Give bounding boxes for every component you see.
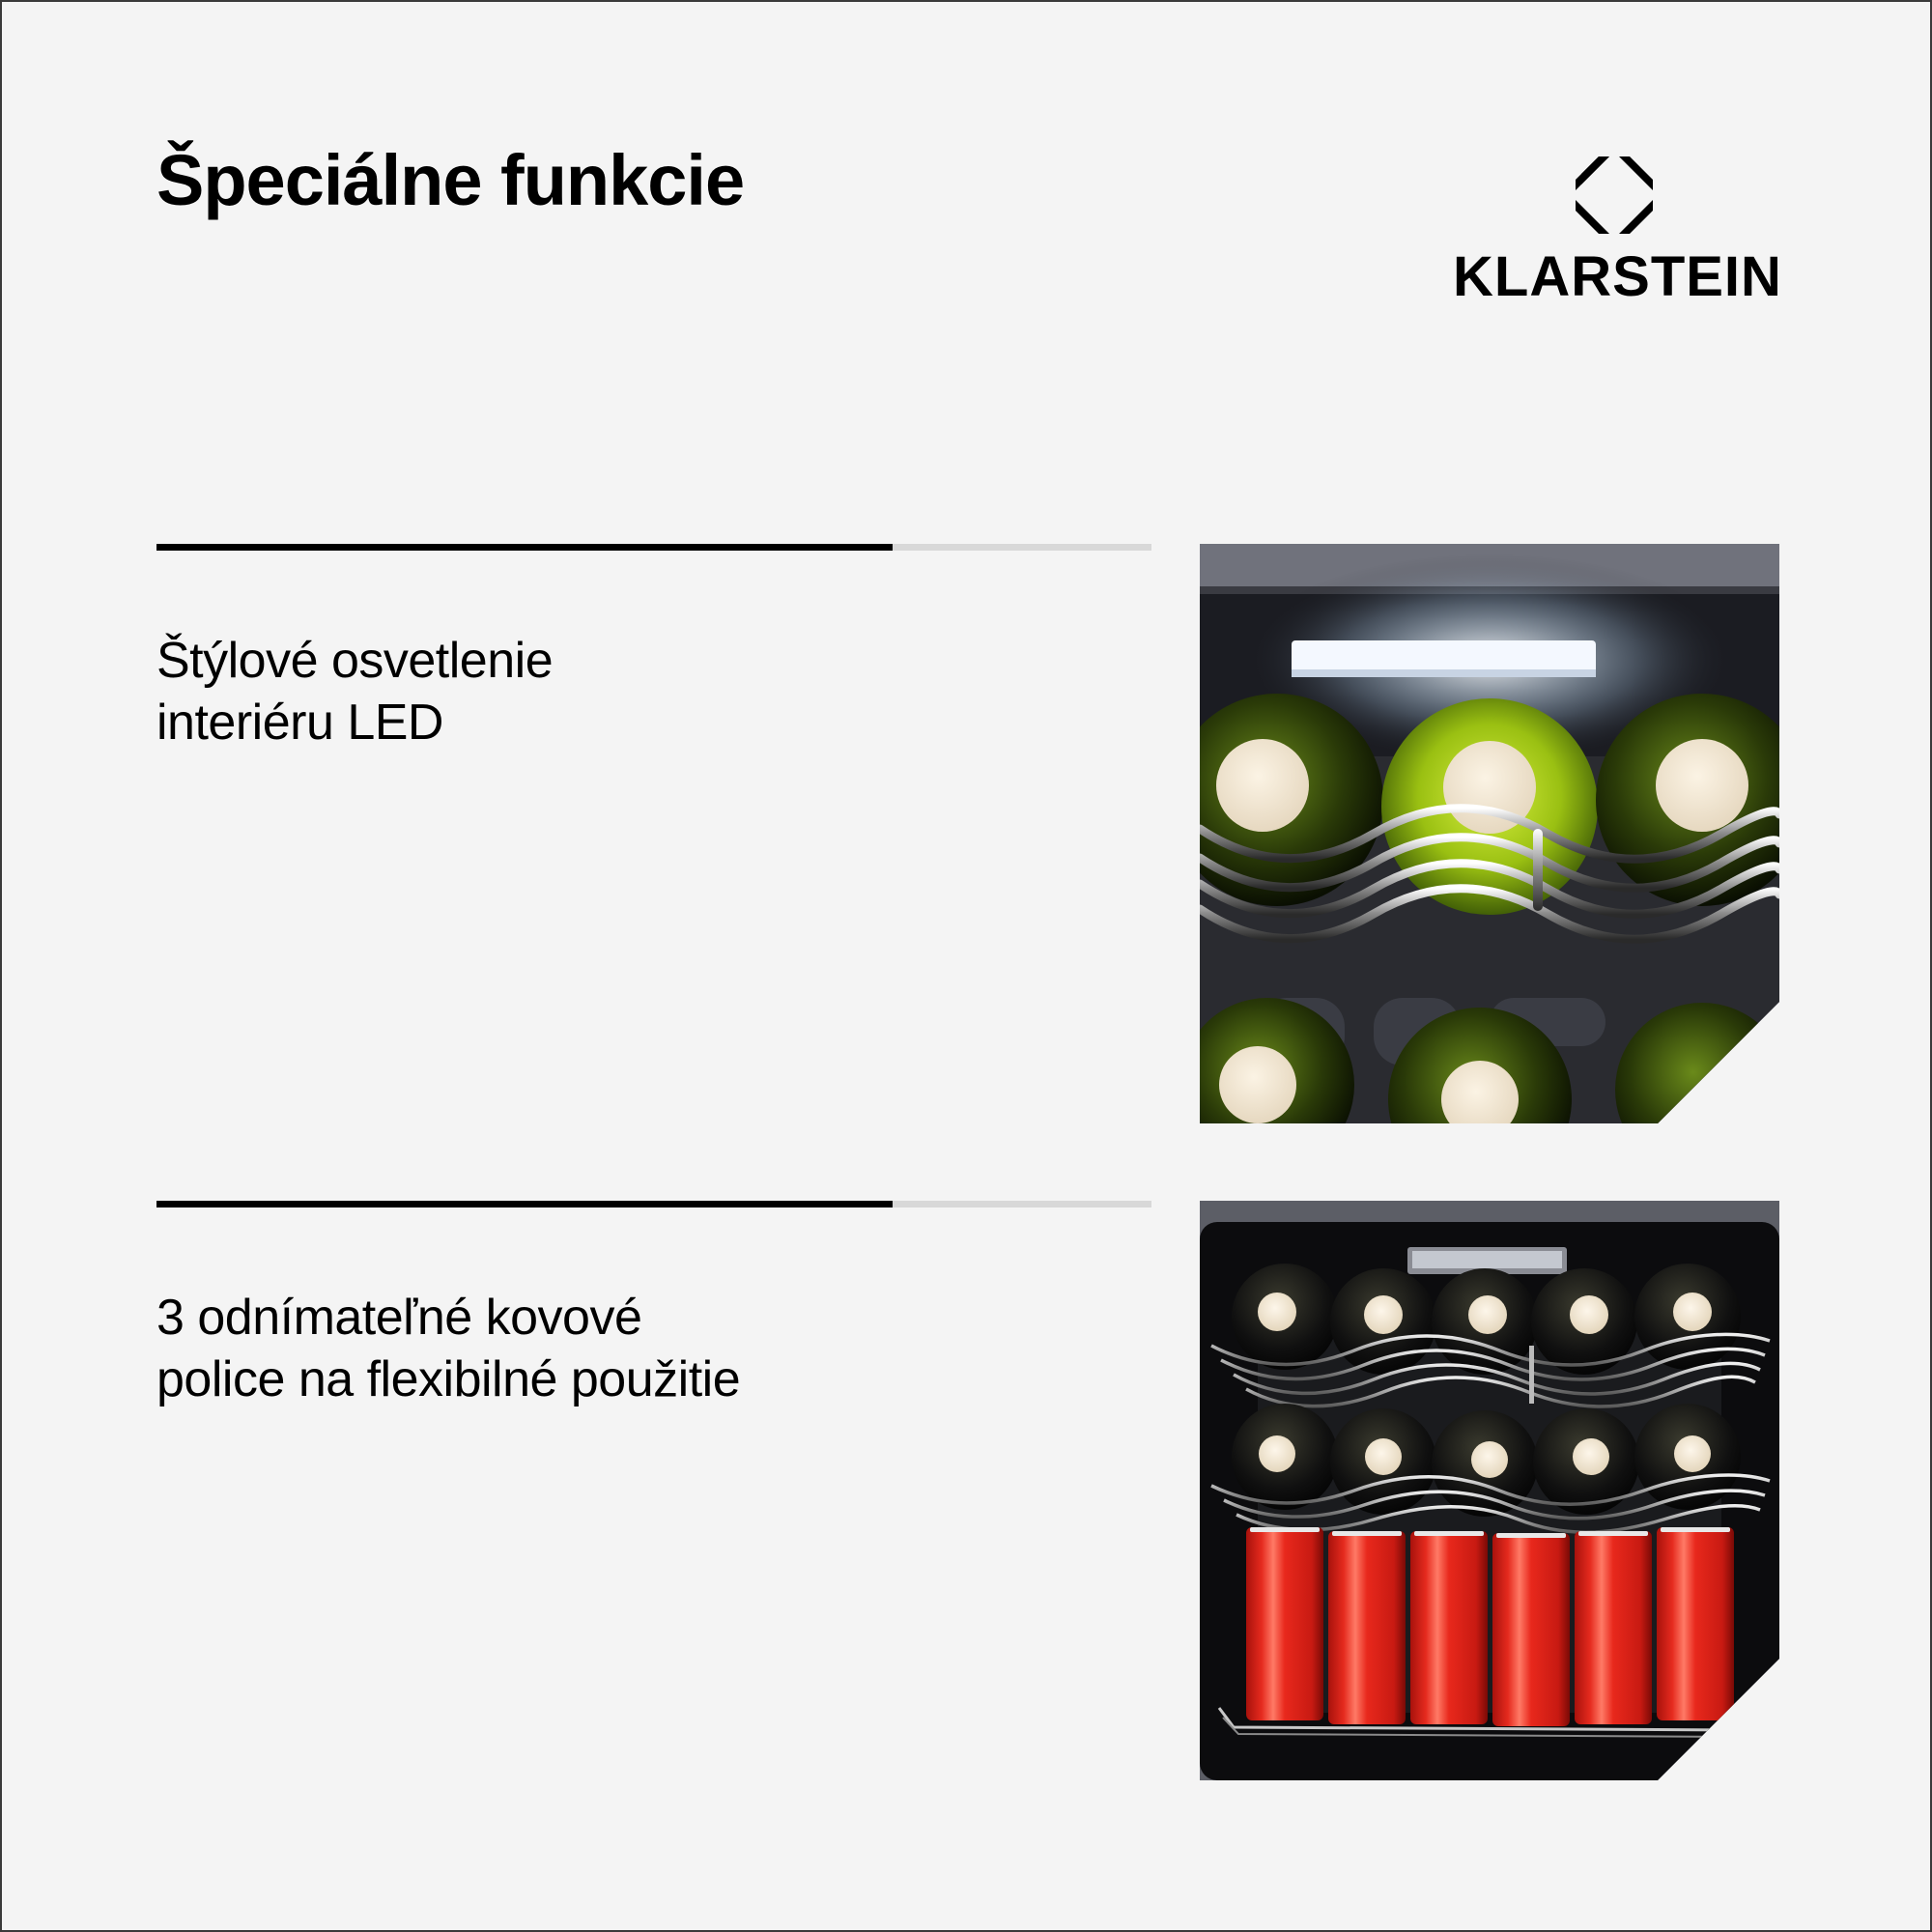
feature-image-led-light: [1200, 544, 1779, 1123]
feature-description: 3 odnímateľné kovové police na flexibiln…: [156, 1290, 741, 1407]
led-interior-photo: [1200, 544, 1779, 1123]
fridge-shelves-photo: [1200, 1201, 1779, 1780]
feature-led-lighting: Štýlové osvetlenie interiéru LED: [156, 544, 1151, 753]
brand-logo: KLARSTEIN: [1451, 156, 1784, 311]
feature-image-shelves: [1200, 1201, 1779, 1780]
brand-name: KLARSTEIN: [1453, 245, 1782, 308]
feature-progress-fill: [156, 1201, 894, 1208]
page-title: Špeciálne funkcie: [156, 140, 745, 220]
feature-progress-bar: [156, 544, 1151, 551]
feature-description: Štýlové osvetlenie interiéru LED: [156, 633, 554, 751]
feature-progress-fill: [156, 544, 894, 551]
feature-progress-bar: [156, 1201, 1151, 1208]
feature-removable-shelves: 3 odnímateľné kovové police na flexibiln…: [156, 1201, 1151, 1410]
klarstein-octagon-logo-icon: [1576, 156, 1653, 234]
